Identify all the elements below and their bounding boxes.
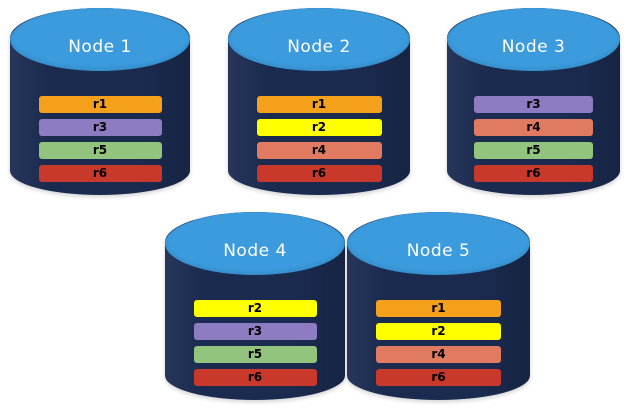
cylinder-top-cap bbox=[165, 212, 345, 275]
replica-bar: r4 bbox=[256, 142, 382, 159]
cylinder-top-cap bbox=[10, 8, 190, 71]
node-label: Node 1 bbox=[68, 37, 132, 57]
cylinder-top-cap bbox=[347, 212, 530, 275]
replica-list: r1 r2 r4 r6 bbox=[347, 300, 530, 386]
replica-bar: r1 bbox=[376, 300, 501, 317]
replica-bar: r6 bbox=[376, 369, 501, 386]
replica-list: r1 r3 r5 r6 bbox=[10, 96, 190, 182]
cylinder-top-cap bbox=[228, 8, 410, 71]
node-label: Node 3 bbox=[501, 37, 566, 57]
replica-bar: r2 bbox=[193, 300, 317, 317]
replica-bar: r5 bbox=[474, 142, 593, 159]
replica-bar: r6 bbox=[474, 165, 593, 182]
replica-bar: r6 bbox=[38, 165, 162, 182]
replica-bar: r3 bbox=[38, 119, 162, 136]
replica-bar: r4 bbox=[376, 346, 501, 363]
replica-bar: r5 bbox=[38, 142, 162, 159]
node-label: Node 2 bbox=[287, 37, 351, 57]
node-label: Node 4 bbox=[223, 241, 287, 261]
replica-bar: r2 bbox=[376, 323, 501, 340]
replica-bar: r1 bbox=[38, 96, 162, 113]
cylinder-top-cap bbox=[447, 8, 620, 71]
replica-bar: r6 bbox=[193, 369, 317, 386]
replica-bar: r3 bbox=[193, 323, 317, 340]
replica-bar: r3 bbox=[474, 96, 593, 113]
replica-list: r3 r4 r5 r6 bbox=[447, 96, 620, 182]
database-node: Node 2 r1 r2 r4 r6 bbox=[228, 8, 410, 195]
database-node: Node 1 r1 r3 r5 r6 bbox=[10, 8, 190, 195]
replica-bar: r1 bbox=[256, 96, 382, 113]
node-label: Node 5 bbox=[406, 241, 471, 261]
replica-bar: r6 bbox=[256, 165, 382, 182]
database-node: Node 4 r2 r3 r5 r6 bbox=[165, 212, 345, 400]
database-node: Node 3 r3 r4 r5 r6 bbox=[447, 8, 620, 195]
replica-bar: r2 bbox=[256, 119, 382, 136]
replica-bar: r4 bbox=[474, 119, 593, 136]
database-node: Node 5 r1 r2 r4 r6 bbox=[347, 212, 530, 400]
replica-list: r1 r2 r4 r6 bbox=[228, 96, 410, 182]
replica-bar: r5 bbox=[193, 346, 317, 363]
replica-list: r2 r3 r5 r6 bbox=[165, 300, 345, 386]
